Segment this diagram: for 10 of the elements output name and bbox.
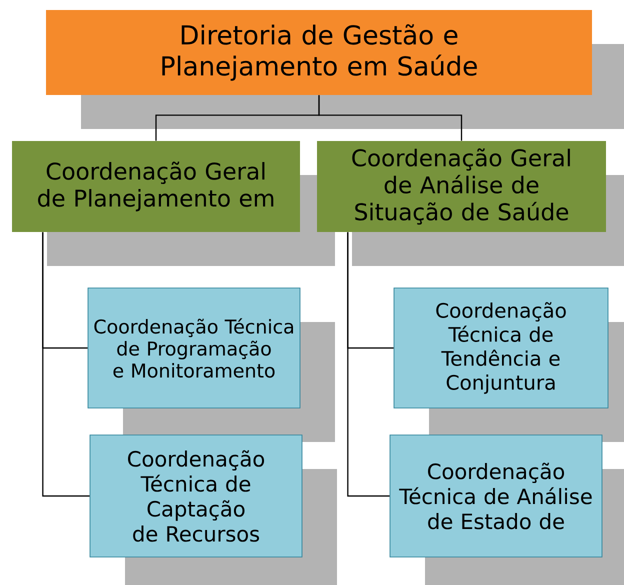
org-box: Coordenação Geral de Análise de Situação de Saúde [317, 141, 606, 232]
org-box: Coordenação Geral de Planejamento em [12, 141, 300, 232]
org-box: Coordenação Técnica de Programação e Monitoramento [88, 288, 300, 408]
connector-line [318, 95, 462, 141]
org-box: Coordenação Técnica de Tendência e Conjuntura [394, 288, 608, 408]
org-box: Coordenação Técnica de Análise de Estado de [390, 434, 602, 558]
connector-line [42, 232, 90, 497]
connector-line [347, 232, 390, 497]
org-box: Diretoria de Gestão e Planejamento em Saúde [46, 10, 592, 95]
org-box: Coordenação Técnica de Captação de Recursos [90, 434, 302, 558]
